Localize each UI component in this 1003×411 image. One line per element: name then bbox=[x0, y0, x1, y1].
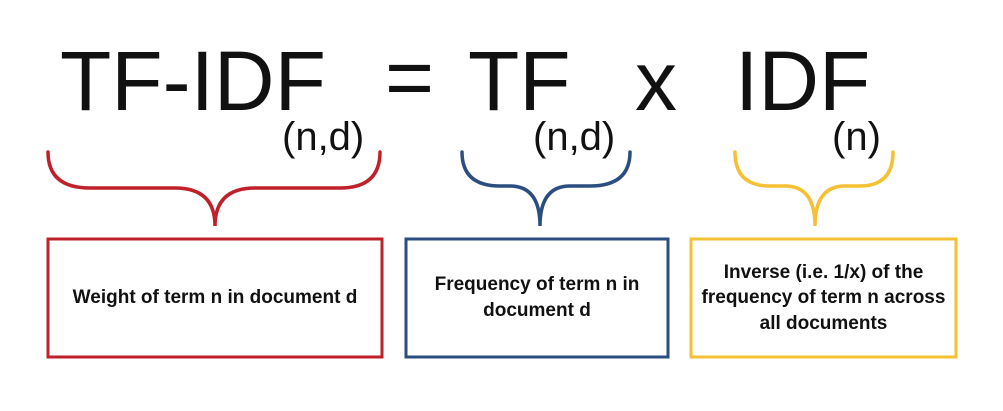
frequency-description: Frequency of term n in document d bbox=[434, 274, 640, 321]
formula-equals: = bbox=[385, 30, 434, 124]
brace-yellow bbox=[733, 150, 895, 227]
weight-description: Weight of term n in document d bbox=[72, 287, 358, 309]
box-blue-text: Frequency of term n in document d bbox=[414, 241, 660, 355]
formula-idf: IDF bbox=[735, 34, 870, 128]
formula-idf-subscript: (n) bbox=[832, 115, 881, 159]
formula-lhs: TF-IDF bbox=[60, 34, 326, 128]
formula-tf-subscript: (n,d) bbox=[533, 115, 615, 159]
box-red-text: Weight of term n in document d bbox=[60, 241, 370, 355]
box-red bbox=[46, 237, 384, 359]
formula-times: x bbox=[635, 34, 677, 128]
box-yellow-text: Inverse (i.e. 1/x) of the frequency of t… bbox=[697, 241, 950, 355]
formula-lhs-subscript: (n,d) bbox=[282, 115, 364, 159]
brace-blue bbox=[460, 150, 632, 227]
inverse-description: Inverse (i.e. 1/x) of the frequency of t… bbox=[701, 261, 946, 334]
formula-tf: TF bbox=[468, 34, 571, 128]
box-blue bbox=[404, 237, 670, 359]
brace-red bbox=[46, 150, 382, 227]
box-yellow bbox=[689, 237, 958, 359]
